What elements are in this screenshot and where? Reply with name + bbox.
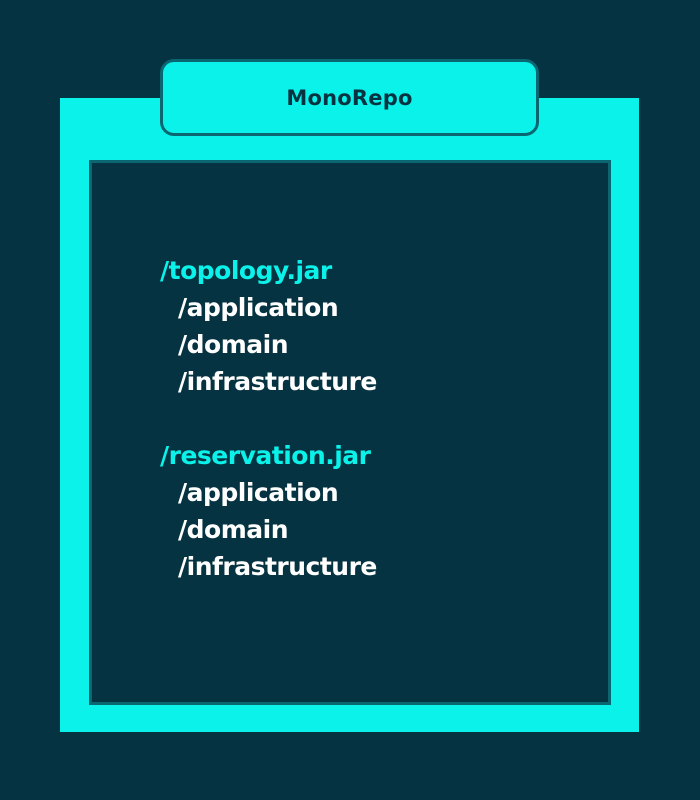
package-item: /domain [178, 330, 288, 359]
package-item: /application [178, 478, 339, 507]
monorepo-content-panel [89, 160, 611, 705]
package-item: /domain [178, 515, 288, 544]
package-list: /application /domain /infrastructure [160, 289, 377, 400]
package-list: /application /domain /infrastructure [160, 474, 377, 585]
package-item: /infrastructure [178, 367, 377, 396]
module-name: /reservation.jar [160, 441, 371, 470]
package-item: /application [178, 293, 339, 322]
package-item: /infrastructure [178, 552, 377, 581]
monorepo-title-tab: MonoRepo [160, 59, 539, 136]
module-topology: /topology.jar /application /domain /infr… [160, 252, 377, 400]
monorepo-title: MonoRepo [286, 85, 413, 110]
module-reservation: /reservation.jar /application /domain /i… [160, 437, 377, 585]
module-name: /topology.jar [160, 256, 332, 285]
